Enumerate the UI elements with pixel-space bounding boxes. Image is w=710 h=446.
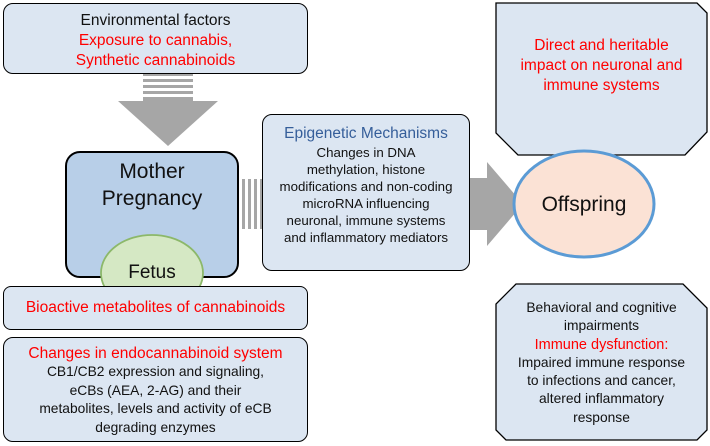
mother-label: Mother Pregnancy <box>66 158 238 212</box>
endocannabinoid-box: Changes in endocannabinoid system CB1/CB… <box>3 337 308 442</box>
side-stripes <box>242 179 263 229</box>
immune-line-2: to infections and cancer, <box>527 373 676 389</box>
right-arrow <box>470 162 523 246</box>
behavioral-shape <box>495 283 708 441</box>
fetus-text: Fetus <box>128 262 176 283</box>
direct-impact-text: Direct and heritable impact on neuronal … <box>496 36 707 96</box>
epi-line-4: microRNA influencing <box>302 196 430 211</box>
endo-line-3: metabolites, levels and activity of eCB <box>39 401 272 416</box>
epi-line-1: Changes in DNA <box>316 145 416 160</box>
environmental-factors-box: Environmental factors Exposure to cannab… <box>3 3 308 74</box>
endo-line-2: eCBs (AEA, 2-AG) and their <box>69 382 242 398</box>
endo-line-1: CB1/CB2 expression and signaling, <box>46 364 265 379</box>
mother-text: Mother <box>119 160 185 183</box>
immune-line-1: Impaired immune response <box>517 354 686 370</box>
offspring-label: Offspring <box>514 192 654 218</box>
bioactive-metabolites-box: Bioactive metabolites of cannabinoids <box>3 286 308 330</box>
direct-line-2: impact on neuronal and <box>520 57 683 74</box>
direct-line-1: Direct and heritable <box>534 37 669 54</box>
epigenetic-title: Epigenetic Mechanisms <box>284 125 448 142</box>
down-arrow <box>118 73 218 146</box>
epi-line-2: methylation, histone <box>306 162 426 177</box>
epi-line-6: and inflammatory mediators <box>283 230 449 245</box>
direct-line-3: immune systems <box>543 77 660 94</box>
direct-impact-shape <box>495 2 708 156</box>
env-synthetic: Synthetic cannabinoids <box>75 52 236 69</box>
fetus-label: Fetus <box>101 262 203 284</box>
pregnancy-text: Pregnancy <box>101 187 203 210</box>
epi-line-5: neuronal, immune systems <box>286 213 446 228</box>
behavioral-text: Behavioral and cognitive impairments Imm… <box>496 299 707 427</box>
offspring-text: Offspring <box>541 193 627 216</box>
endo-line-4: degrading enzymes <box>95 419 216 435</box>
epigenetic-mechanisms-box: Epigenetic Mechanisms Changes in DNA met… <box>262 114 470 271</box>
endo-title: Changes in endocannabinoid system <box>28 345 283 362</box>
immune-dysfunction-title: Immune dysfunction: <box>534 336 669 353</box>
env-exposure: Exposure to cannabis, <box>78 32 233 49</box>
offspring-shape <box>512 149 656 259</box>
env-title: Environmental factors <box>80 12 231 29</box>
immune-line-3: altered inflammatory <box>539 391 664 407</box>
behavior-line-1: Behavioral and cognitive <box>526 300 677 315</box>
immune-line-4: response <box>573 409 630 425</box>
bioactive-text: Bioactive metabolites of cannabinoids <box>25 299 286 316</box>
behavior-line-2: impairments <box>563 318 640 334</box>
epi-line-3: modifications and non-coding <box>279 179 453 194</box>
